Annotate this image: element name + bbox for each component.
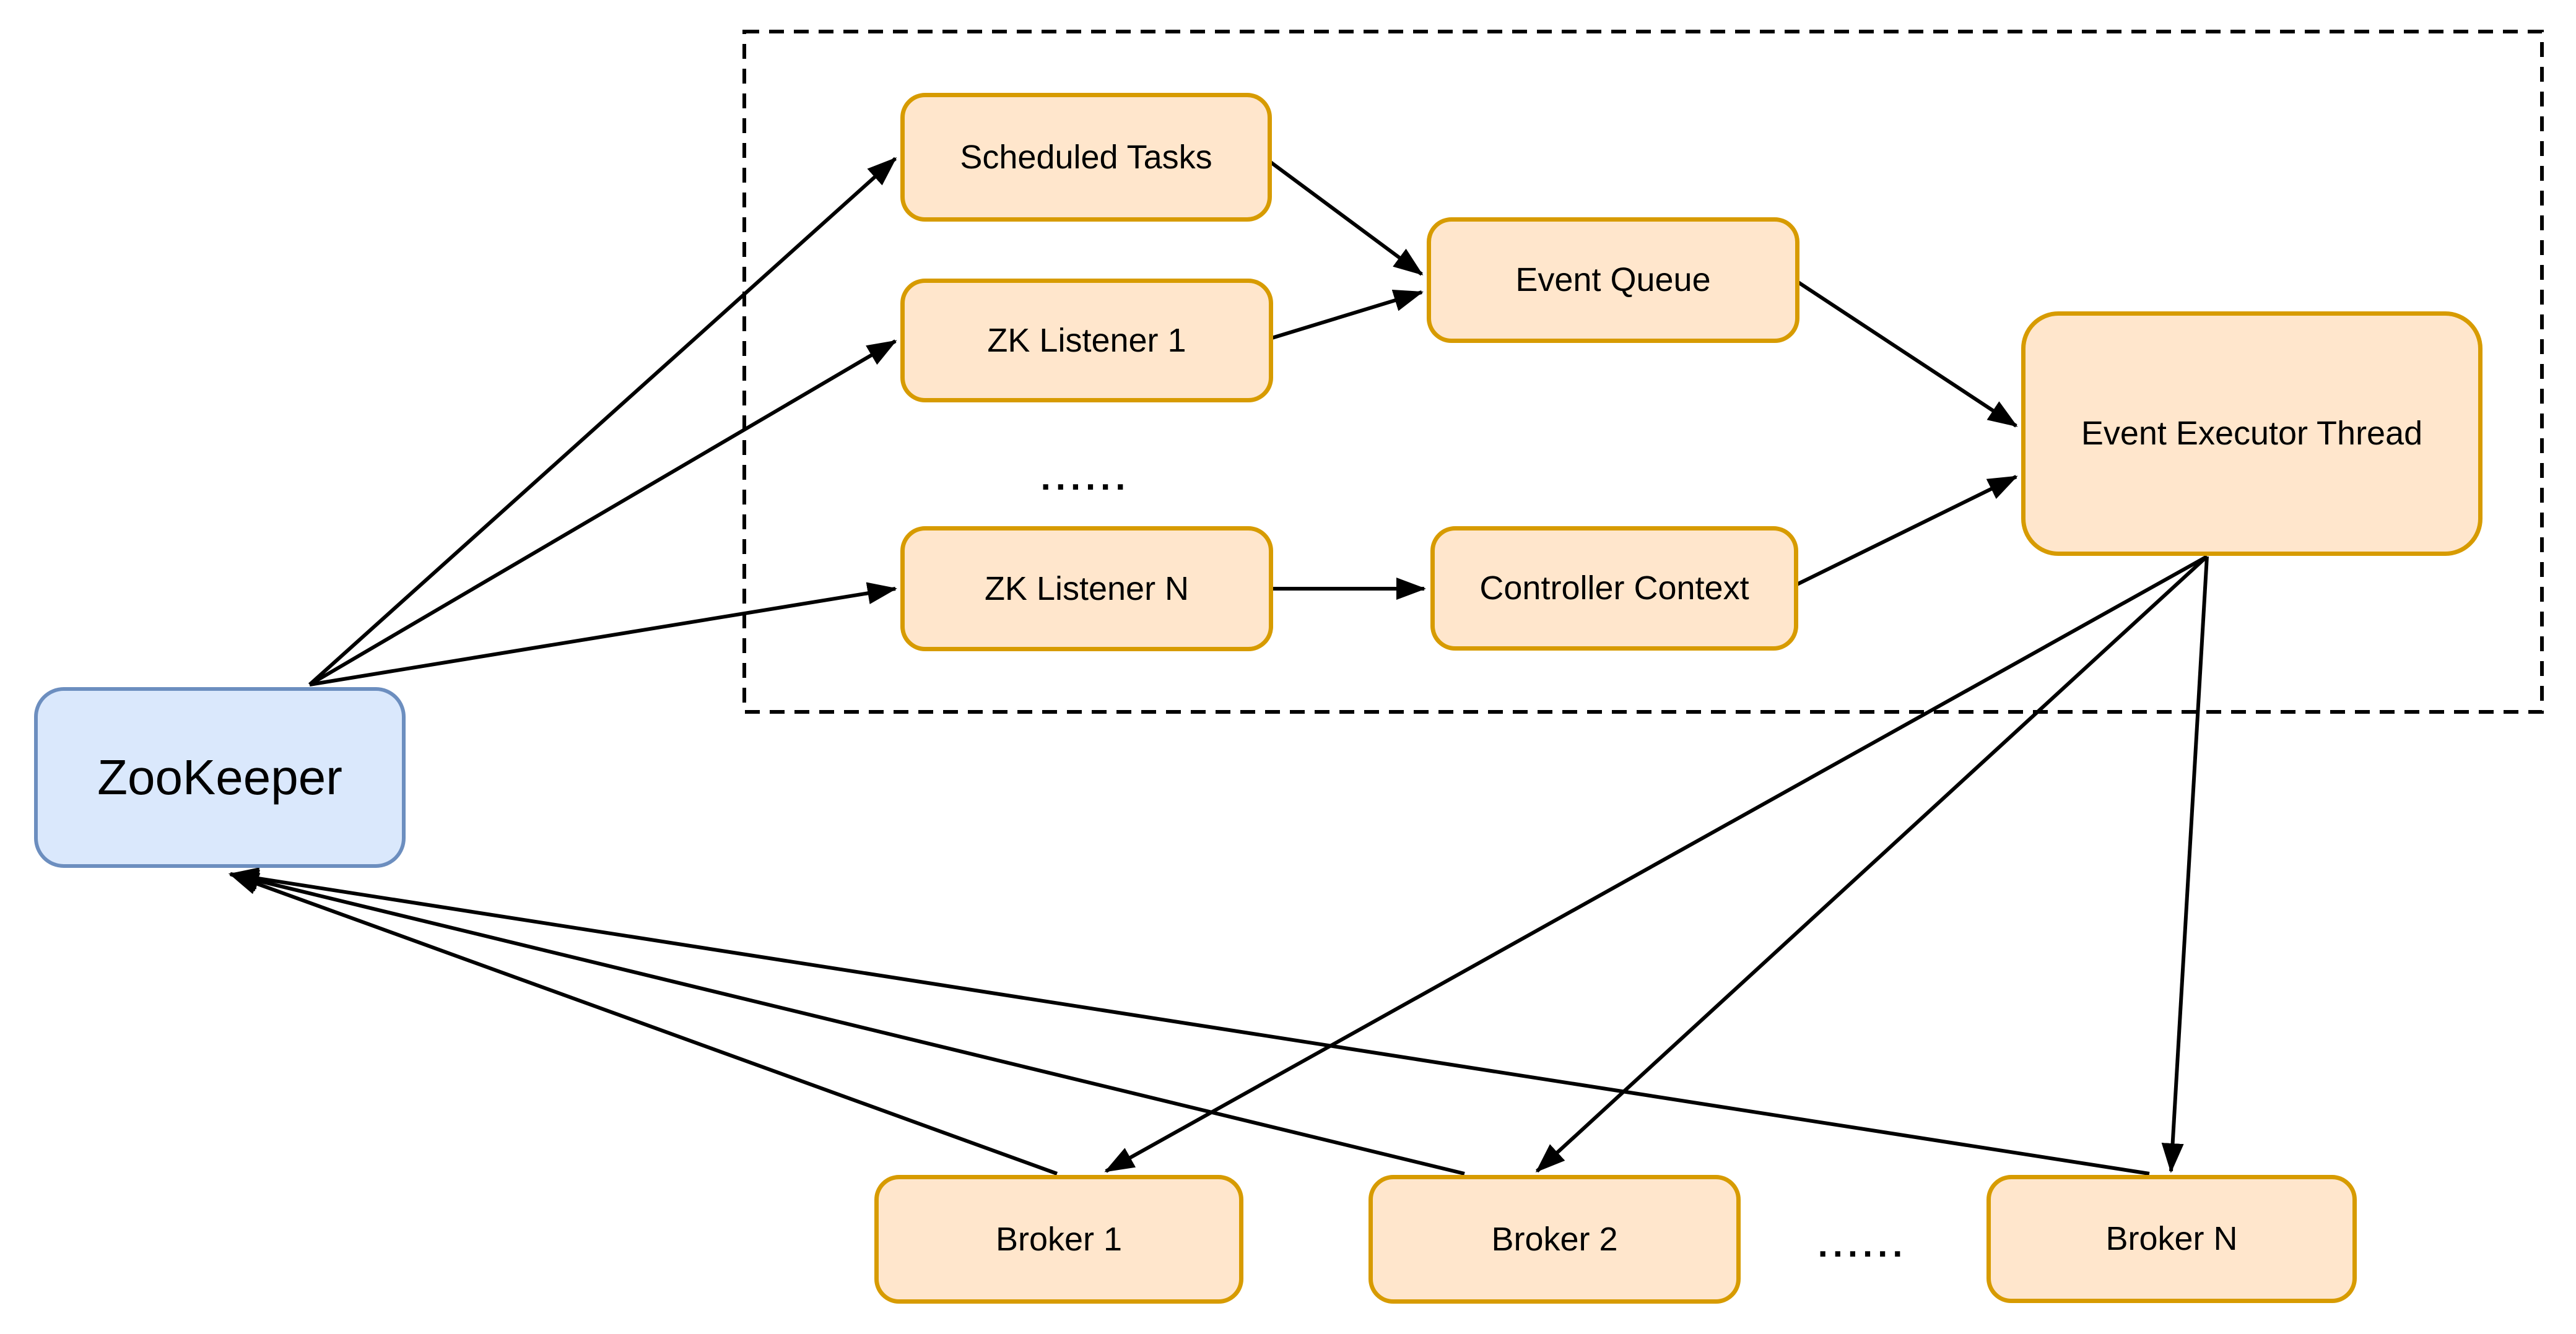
node-broker-2-label: Broker 2 (1491, 1220, 1618, 1258)
edge-zk-listener-1-to-event-queue (1271, 289, 1424, 340)
node-controller-context-label: Controller Context (1479, 570, 1749, 607)
edge-event-executor-to-broker-n (2161, 556, 2209, 1173)
brokers-ellipsis: ...... (1817, 1224, 1908, 1265)
node-controller-context: Controller Context (1430, 526, 1798, 651)
node-zk-listener-n-label: ZK Listener N (984, 570, 1190, 607)
node-zookeeper: ZooKeeper (34, 687, 406, 868)
node-event-executor-thread-label: Event Executor Thread (2081, 415, 2423, 453)
edge-broker-2-to-zookeeper (228, 870, 1465, 1176)
node-broker-1: Broker 1 (874, 1175, 1243, 1304)
edge-event-executor-to-broker-1 (1104, 555, 2208, 1173)
listeners-ellipsis: ...... (1040, 457, 1131, 498)
edge-event-queue-to-event-executor (1797, 280, 2018, 428)
node-zk-listener-1: ZK Listener 1 (900, 279, 1273, 402)
node-event-executor-thread: Event Executor Thread (2021, 311, 2482, 556)
edge-zookeeper-to-zk-listener-n (309, 582, 897, 686)
node-event-queue-label: Event Queue (1515, 261, 1711, 299)
edge-zookeeper-to-zk-listener-1 (308, 339, 897, 686)
edge-broker-1-to-zookeeper (228, 872, 1058, 1176)
edge-event-executor-to-broker-2 (1535, 555, 2209, 1173)
node-scheduled-tasks: Scheduled Tasks (900, 93, 1272, 222)
node-broker-n: Broker N (1986, 1175, 2357, 1303)
node-broker-2: Broker 2 (1368, 1175, 1741, 1304)
controller-container-border (742, 30, 2544, 714)
node-zk-listener-1-label: ZK Listener 1 (987, 321, 1186, 359)
edge-scheduled-tasks-to-event-queue (1269, 160, 1424, 276)
node-scheduled-tasks-label: Scheduled Tasks (960, 138, 1212, 176)
node-broker-n-label: Broker N (2105, 1220, 2238, 1258)
node-event-queue: Event Queue (1427, 217, 1799, 343)
edge-controller-context-to-event-executor (1796, 475, 2018, 586)
node-zk-listener-n: ZK Listener N (900, 526, 1273, 651)
node-zookeeper-label: ZooKeeper (97, 750, 342, 805)
edge-zookeeper-to-scheduled-tasks (308, 157, 897, 686)
node-broker-1-label: Broker 1 (995, 1220, 1123, 1258)
edge-broker-n-to-zookeeper (228, 867, 2150, 1176)
